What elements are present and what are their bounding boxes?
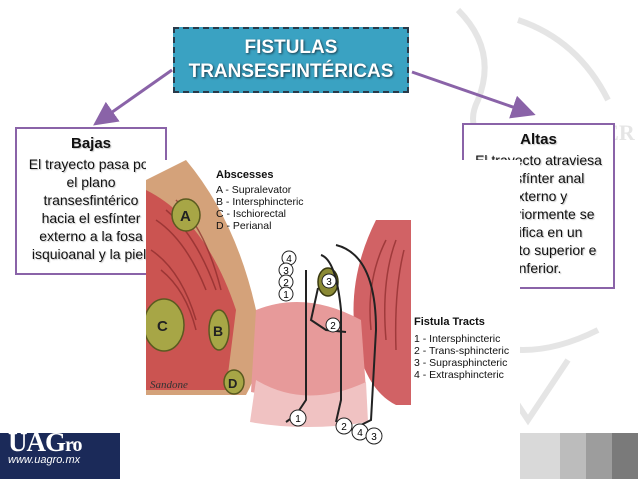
abscess-label: A - Supralevator	[216, 184, 292, 196]
footer-gray-block	[586, 433, 612, 479]
svg-text:4: 4	[357, 428, 363, 439]
abscess-label: C - Ischiorectal	[216, 208, 286, 220]
arrow-right	[412, 72, 530, 113]
footer-gray-block	[560, 433, 586, 479]
artist-signature: Sandone	[150, 379, 188, 391]
logo-main: UAG	[8, 427, 65, 457]
svg-text:2: 2	[330, 321, 336, 332]
bajas-line: transesfintérico	[17, 191, 165, 209]
svg-text:2: 2	[341, 422, 347, 433]
altas-heading: Altas	[464, 131, 613, 149]
title-line-2: TRANSESFINTÉRICAS	[189, 60, 394, 84]
footer-gray-block	[520, 433, 560, 479]
abscess-label: B - Intersphincteric	[216, 196, 304, 208]
tract-label: 1 - Intersphincteric	[414, 333, 500, 345]
logo-suffix: ro	[65, 434, 82, 456]
bajas-box: Bajas El trayecto pasa por el plano tran…	[15, 127, 167, 275]
bajas-line: hacia el esfínter	[17, 209, 165, 227]
abscesses-title: Abscesses	[216, 169, 274, 181]
svg-text:3: 3	[371, 432, 377, 443]
uagro-logo: UAGro www.uagro.mx	[8, 427, 82, 466]
tract-label: 2 - Trans-sphincteric	[414, 345, 509, 357]
bajas-line: isquioanal y la piel.	[17, 245, 165, 263]
anorectal-fistula-illustration: A B C D 4 3 2 1 3 2 1 2 4 3 Abscesses A …	[146, 160, 520, 458]
title-box: FISTULAS TRANSESFINTÉRICAS	[173, 27, 409, 93]
abscess-label: D - Perianal	[216, 220, 271, 232]
svg-text:3: 3	[326, 277, 332, 288]
svg-text:B: B	[213, 323, 223, 339]
tract-label: 3 - Suprasphincteric	[414, 357, 507, 369]
title-line-1: FISTULAS	[245, 36, 338, 60]
svg-text:C: C	[157, 318, 168, 335]
tracts-title: Fistula Tracts	[414, 316, 485, 328]
svg-text:1: 1	[283, 290, 289, 301]
bajas-line: el plano	[17, 173, 165, 191]
svg-text:D: D	[228, 376, 237, 391]
svg-text:1: 1	[295, 414, 301, 425]
svg-text:A: A	[180, 208, 191, 225]
bajas-line: externo a la fosa	[17, 227, 165, 245]
footer-gray-block	[612, 433, 638, 479]
bajas-heading: Bajas	[17, 135, 165, 153]
anal-canal	[251, 302, 366, 398]
arrow-left	[98, 70, 172, 122]
tract-label: 4 - Extrasphincteric	[414, 369, 504, 381]
bajas-line: El trayecto pasa por	[17, 155, 165, 173]
logo-url: www.uagro.mx	[8, 454, 82, 466]
